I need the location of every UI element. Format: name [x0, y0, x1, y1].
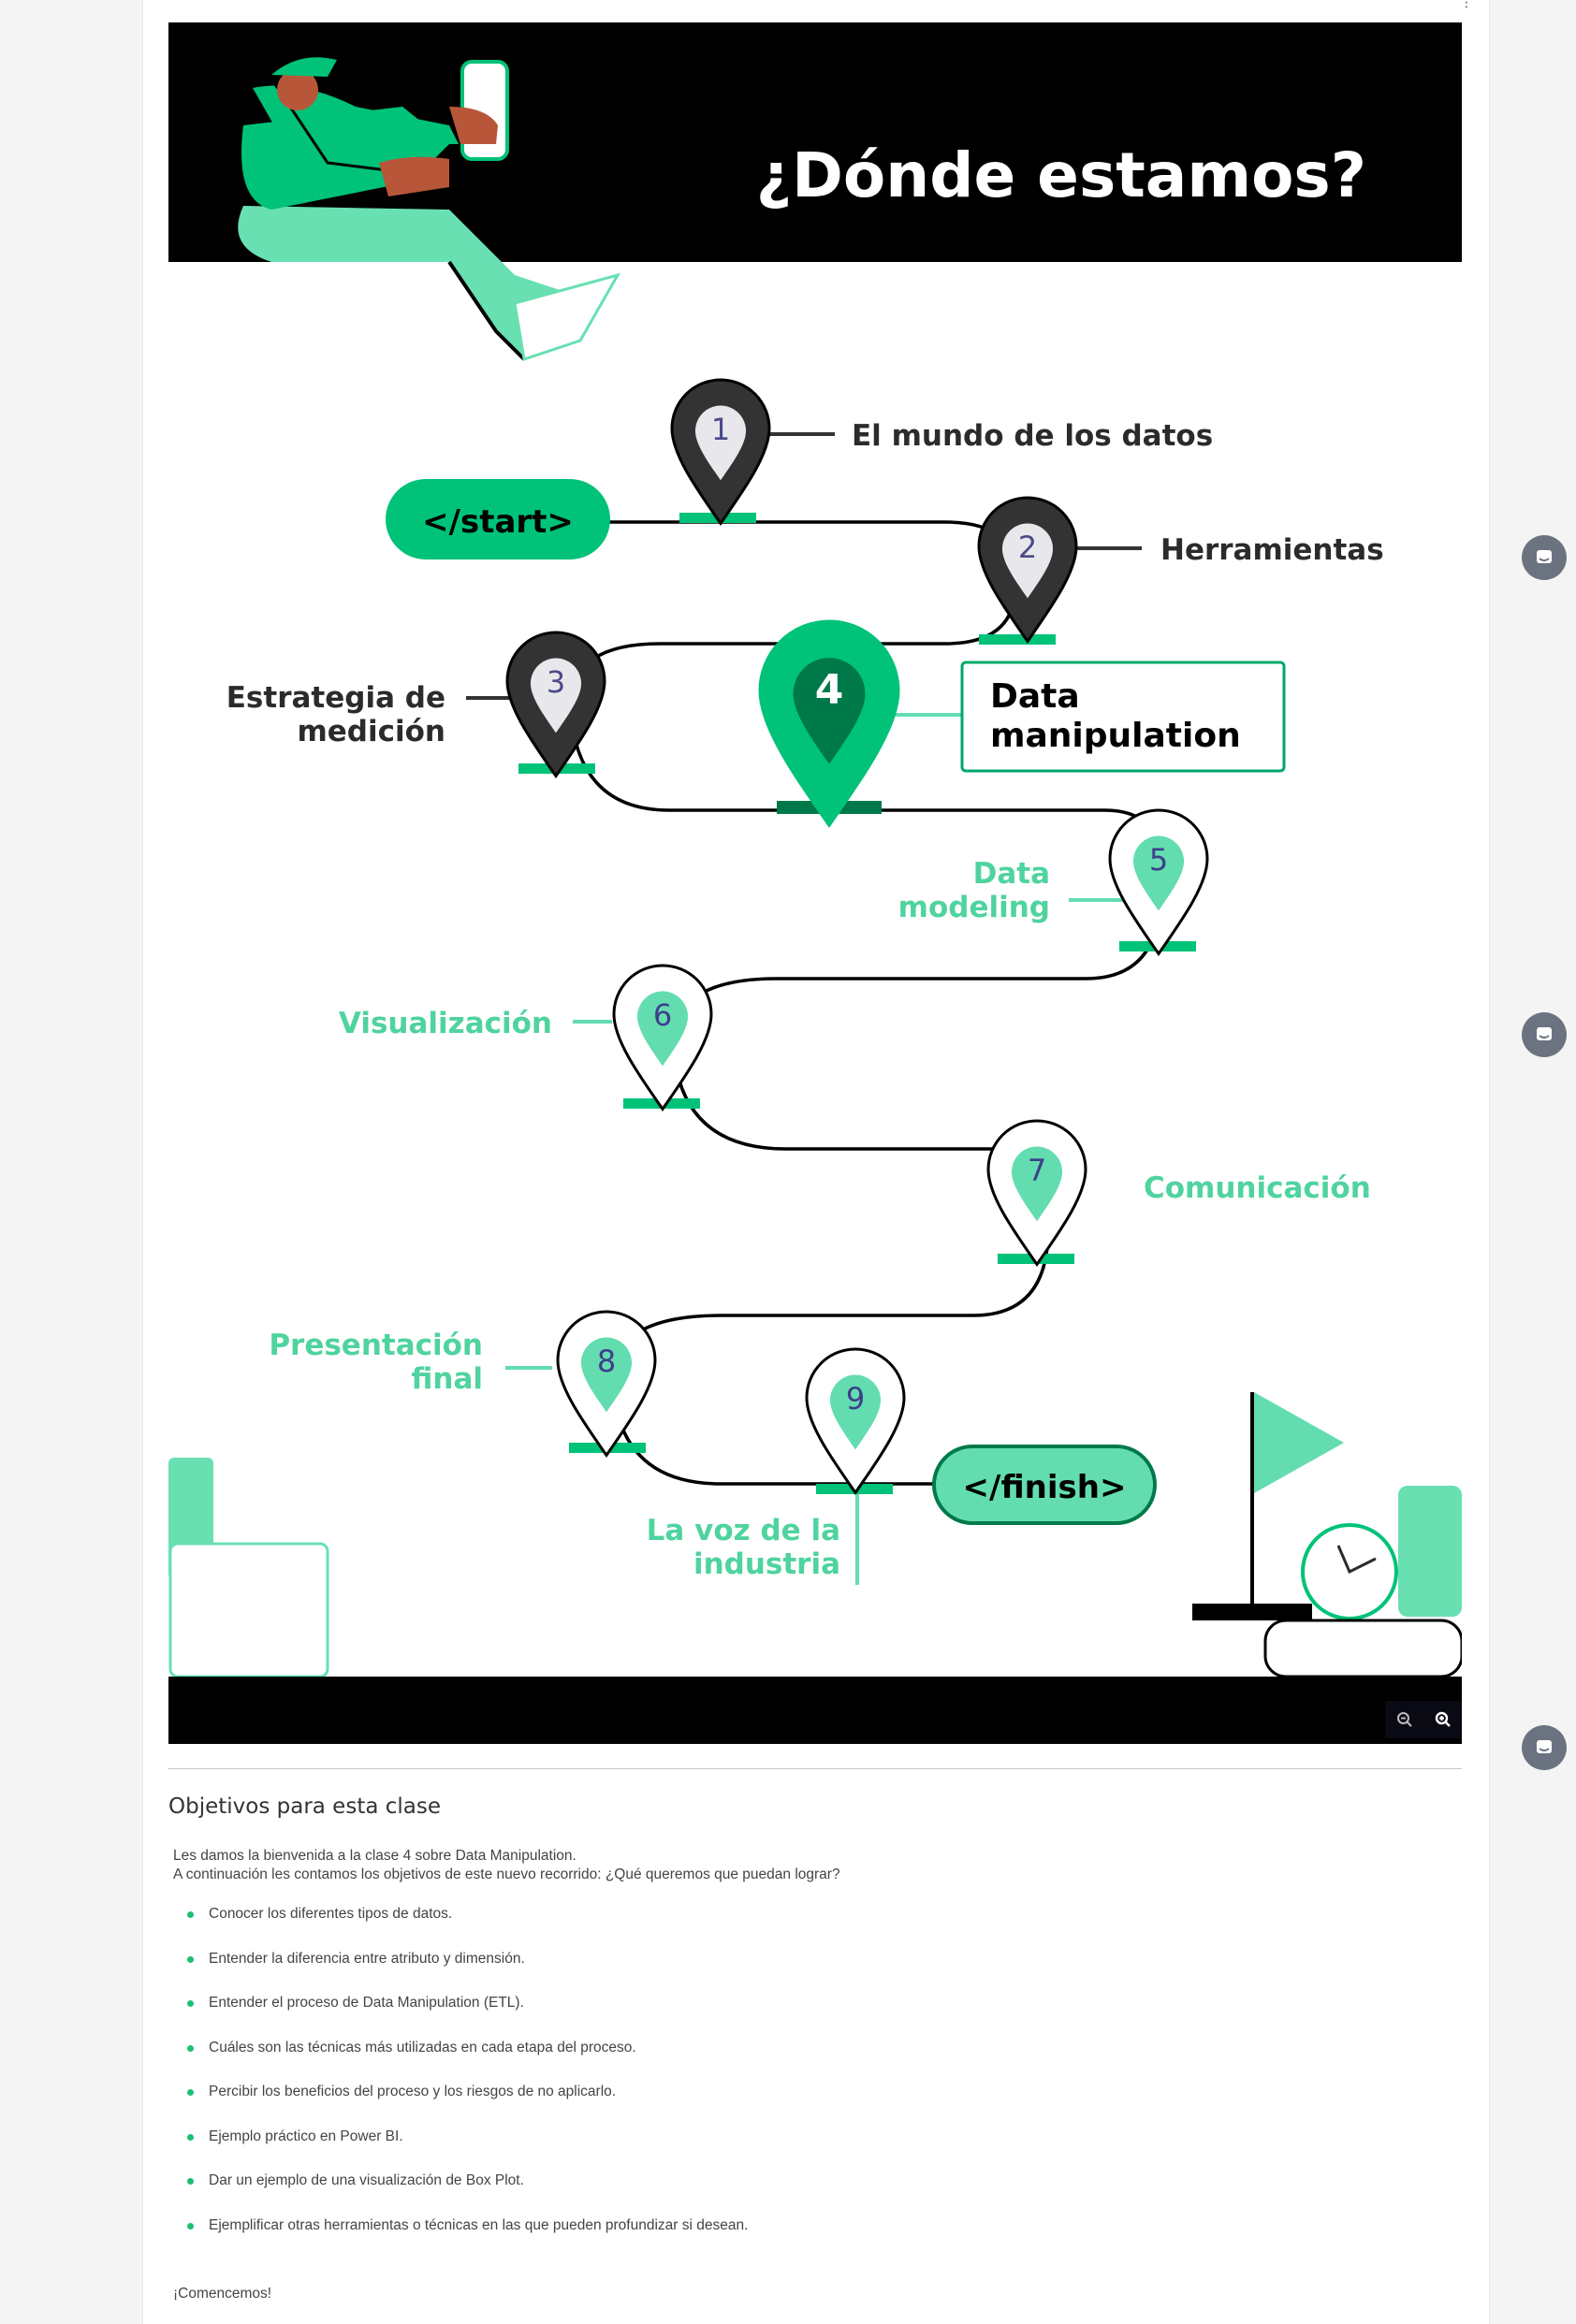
route-path [569, 520, 1162, 1486]
zoom-controls [1385, 1701, 1462, 1738]
list-item: Ejemplo práctico en Power BI. [173, 2128, 1390, 2172]
map-pin-1: 1 [670, 378, 771, 527]
content-page [142, 0, 1490, 2324]
closing-text: ¡Comencemos! [173, 2286, 272, 2302]
map-pin-9: 9 [805, 1347, 906, 1496]
stop-label-1: El mundo de los datos [852, 419, 1213, 453]
comment-icon [1537, 1027, 1552, 1040]
list-item: Ejemplificar otras herramientas o técnic… [173, 2216, 1390, 2261]
pin-number: 4 [815, 666, 844, 714]
pin-inner [580, 1337, 633, 1413]
pin-number: 6 [653, 997, 672, 1033]
person-with-phone-illustration [238, 57, 621, 361]
pin-number: 7 [1028, 1153, 1046, 1188]
pin-number: 5 [1149, 842, 1168, 878]
comment-icon [1537, 550, 1552, 563]
pin-inner [829, 1374, 882, 1450]
pin-inner [1132, 835, 1185, 911]
start-badge: </start> [386, 479, 610, 559]
stop-label-3a: Estrategia de [226, 681, 445, 715]
map-pin-7: 7 [986, 1119, 1087, 1268]
list-item: Dar un ejemplo de una visualización de B… [173, 2171, 1390, 2216]
roadmap-infographic: ¿Dónde estamos? </start> </finish> [168, 22, 1462, 1744]
map-pin-5: 5 [1108, 808, 1209, 957]
svg-text:</start>: </start> [422, 503, 574, 541]
comment-button[interactable] [1522, 1725, 1567, 1770]
footer-band [168, 1677, 1462, 1744]
pin-number: 2 [1018, 530, 1037, 565]
stop-label-7: Comunicación [1144, 1171, 1371, 1205]
stop-label-8b: final [411, 1362, 483, 1396]
comment-icon [1537, 1740, 1552, 1753]
pin-inner [1001, 523, 1054, 599]
section-divider [168, 1768, 1462, 1769]
stop-label-9a: La voz de la [647, 1514, 840, 1547]
list-item: Cuáles son las técnicas más utilizadas e… [173, 2039, 1390, 2084]
list-item: Conocer los diferentes tipos de datos. [173, 1905, 1390, 1950]
map-pin-2: 2 [977, 496, 1078, 645]
more-options-icon[interactable]: ⋮ [1460, 0, 1473, 9]
stop-label-8a: Presentación [269, 1329, 483, 1362]
stop-label-6: Visualización [339, 1007, 552, 1040]
comment-button[interactable] [1522, 1012, 1567, 1057]
svg-text:</finish>: </finish> [963, 1469, 1127, 1506]
map-pin-8: 8 [556, 1310, 657, 1459]
intro-text: Les damos la bienvenida a la clase 4 sob… [173, 1847, 1390, 1884]
map-pin-4: 4 [758, 619, 900, 828]
desk-with-flag-and-clock-illustration [1192, 1392, 1462, 1678]
stop-label-4b: manipulation [990, 717, 1241, 755]
pin-inner [793, 658, 866, 764]
armchair-illustration [168, 1458, 329, 1678]
pin-inner [530, 658, 582, 734]
page-title: ¿Dónde estamos? [756, 139, 1366, 211]
stop-label-5a: Data [973, 857, 1050, 891]
intro-line-1: Les damos la bienvenida a la clase 4 sob… [173, 1848, 576, 1864]
map-pin-3: 3 [505, 631, 606, 779]
pin-inner [694, 405, 747, 481]
list-item: Percibir los beneficios del proceso y lo… [173, 2083, 1390, 2128]
pin-inner [636, 991, 689, 1067]
intro-line-2: A continuación les contamos los objetivo… [173, 1866, 840, 1882]
pin-inner [1011, 1146, 1063, 1222]
list-item: Entender la diferencia entre atributo y … [173, 1950, 1390, 1995]
current-stop-box [960, 661, 1286, 773]
pin-number: 9 [846, 1381, 865, 1416]
stop-label-5b: modeling [898, 891, 1050, 924]
pin-number: 8 [597, 1344, 616, 1379]
finish-badge: </finish> [932, 1445, 1157, 1525]
stop-label-3b: medición [297, 715, 445, 748]
stop-label-9b: industria [693, 1547, 840, 1581]
pin-number: 3 [547, 664, 565, 700]
zoom-in-icon[interactable] [1430, 1707, 1456, 1733]
map-pin-6: 6 [612, 964, 713, 1112]
stop-label-2: Herramientas [1160, 533, 1384, 567]
stop-label-4a: Data [990, 677, 1080, 716]
objectives-list: Conocer los diferentes tipos de datos. E… [173, 1905, 1390, 2260]
section-title: Objetivos para esta clase [168, 1794, 442, 1819]
zoom-out-icon[interactable] [1392, 1707, 1418, 1733]
list-item: Entender el proceso de Data Manipulation… [173, 1994, 1390, 2039]
pin-number: 1 [711, 412, 730, 447]
comment-button[interactable] [1522, 535, 1567, 580]
